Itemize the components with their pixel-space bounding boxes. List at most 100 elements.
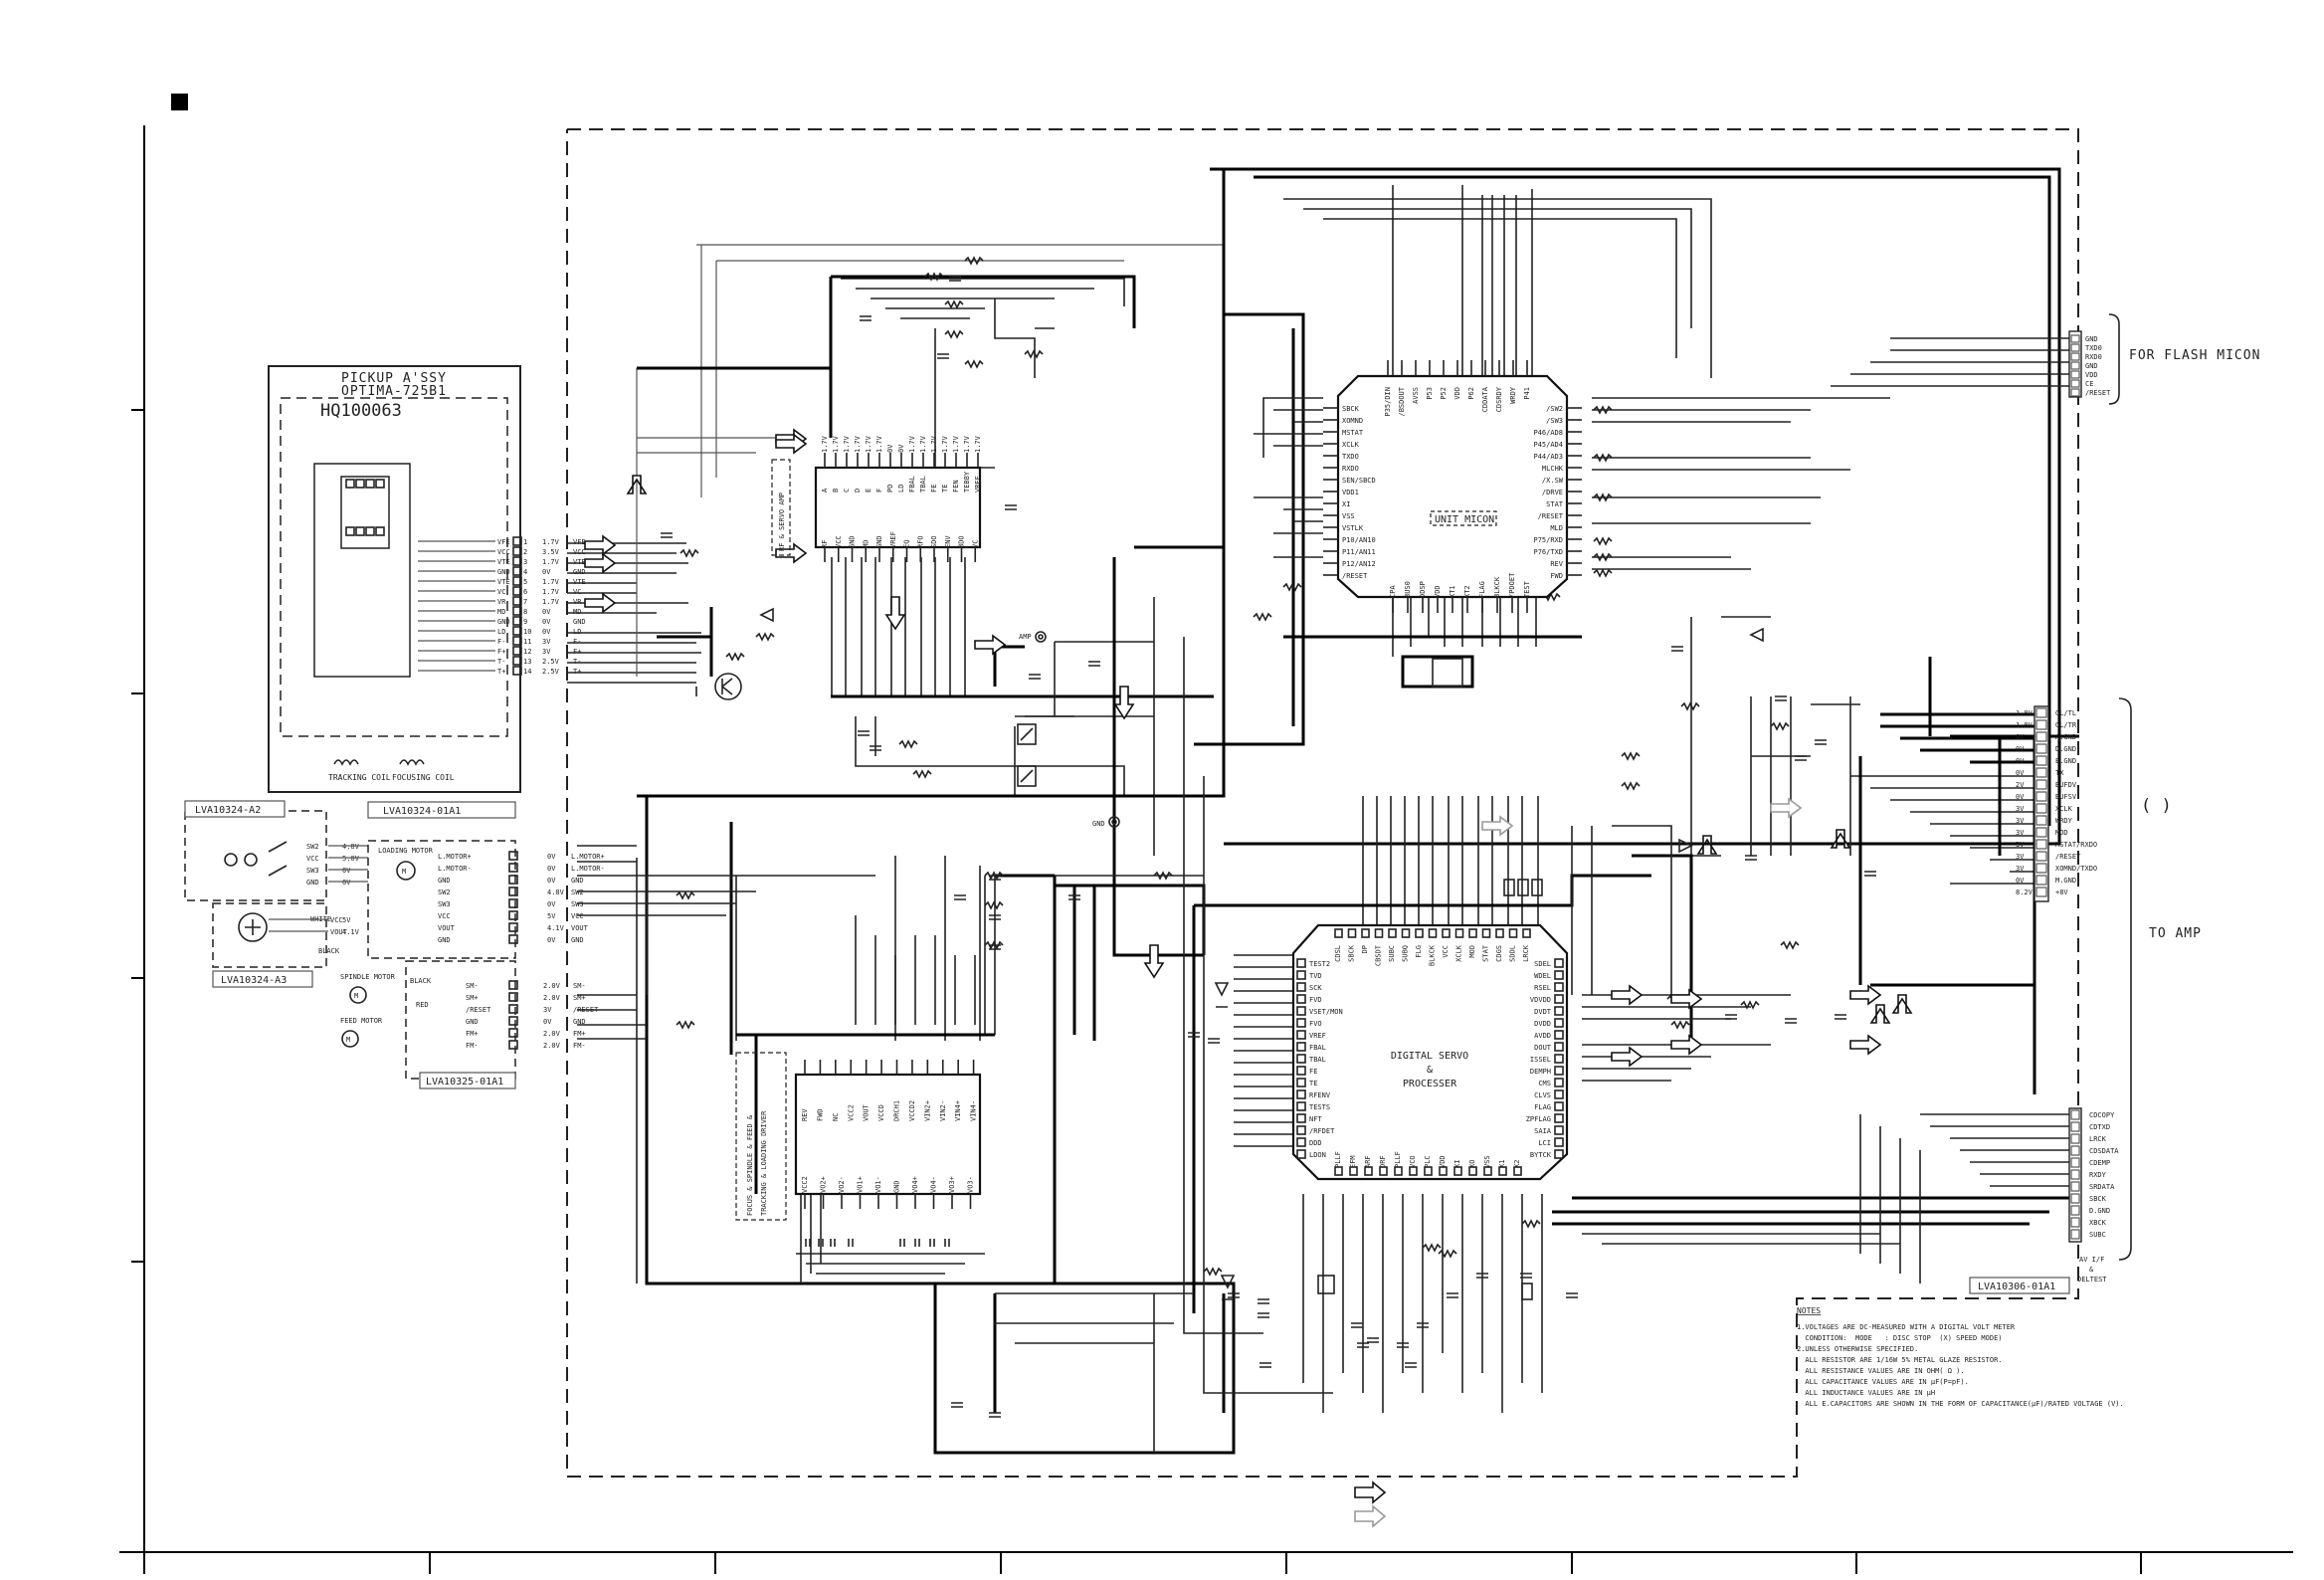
arrow-right-icon [1849, 984, 1882, 1006]
dsp-pin-pad [1554, 1125, 1564, 1135]
dsp-pin-pad [1334, 1166, 1343, 1176]
photo-sensor-icon [238, 912, 268, 942]
dsp-pin-pad [1364, 1166, 1373, 1176]
rf-top-voltage: 1.7V [974, 435, 982, 453]
resistor-icon [1621, 751, 1641, 761]
loading-pin-voltage: 0V [547, 900, 556, 908]
loading-pin-name: VCC [438, 912, 451, 920]
amp-pin-box [2035, 743, 2047, 754]
bottom-pin-box [2070, 1229, 2080, 1240]
pickup-pin-name: F- [497, 638, 505, 646]
amp-pin-voltage: 3V [2016, 829, 2025, 837]
pd-pin [355, 479, 365, 489]
arrow-right-icon [1670, 1034, 1703, 1056]
flash-pin-name: /RESET [2085, 389, 2111, 397]
dsp-top-pin: XCLK [1455, 944, 1463, 962]
amp-pin-box [2035, 875, 2047, 886]
dsp-top-pin: VCC [1442, 945, 1450, 958]
arrow-right-icon [584, 552, 617, 574]
resistor-icon [1422, 1243, 1442, 1253]
pickup-pin-name: VCC [497, 548, 510, 556]
resistor-icon [1680, 701, 1700, 711]
arrow-right-icon [1670, 988, 1703, 1010]
rf-top-pin: C [843, 489, 851, 493]
capacitor-icon [1566, 1292, 1578, 1298]
gnd-testpoint-label: GND [1092, 820, 1105, 828]
resistor-icon [912, 769, 932, 779]
um-top-pin: /BSDOUT [1398, 386, 1406, 416]
crystal-icons [1432, 658, 1543, 1300]
motor-pin-name: GND [466, 1018, 479, 1026]
capacitor-icon [954, 894, 966, 900]
unit-micon: UNIT MICON SBCKXOMNDMSTATXCLKTXDORXDOSEN… [1323, 360, 1582, 613]
resistor-icon [1670, 1020, 1690, 1030]
flash-pin-box [2070, 361, 2080, 370]
resistor-icon [1593, 552, 1613, 562]
rf-top-voltage: 1.7V [832, 435, 840, 453]
dsp-left-pin: DDD [1309, 1139, 1322, 1147]
resistor-icon [1621, 781, 1641, 791]
dsp-top-pin: CDSL [1334, 945, 1342, 962]
resistor-icon [1593, 405, 1613, 415]
switch-pin-name: VCC [306, 855, 319, 863]
capacitor-icon [949, 276, 961, 282]
loading-pin-box [508, 887, 518, 896]
rf-top-voltage: 1.7V [919, 435, 927, 453]
notes-line: ALL INDUCTANCE VALUES ARE IN µH [1797, 1389, 1935, 1397]
dsp-left-pin: FVO [1309, 1020, 1322, 1028]
motor-pin-box [508, 1004, 518, 1014]
amp-pin-voltage: 3V [2016, 805, 2025, 813]
pickup-pin-box [512, 576, 522, 586]
dsp-pin-pad [1522, 928, 1531, 938]
um-right-pin: /X.SW [1542, 477, 1564, 485]
loading-pin-name: VOUT [438, 924, 456, 932]
amp-pin-voltage: 3V [2016, 853, 2025, 861]
pickup-pin-index: 5 [523, 578, 527, 586]
bottom-pin-name: SBCK [2089, 1195, 2107, 1203]
drv-top-pin: VCCD [877, 1104, 885, 1121]
rf-top-voltage: 0V [886, 444, 894, 453]
um-left-pin: P11/AN11 [1342, 548, 1376, 556]
motor-pin-voltage: 3V [543, 1006, 552, 1014]
amp-pin-box [2035, 767, 2047, 778]
pickup-pin-name: GND [497, 568, 510, 576]
flash-pin-box [2070, 352, 2080, 361]
rf-bottom-pin: BDO [958, 535, 966, 548]
dsp-right-pin: CMS [1538, 1080, 1551, 1087]
resistor-icon [1740, 1000, 1760, 1010]
bottom-pin-name: CDSDATA [2089, 1147, 2119, 1155]
um-right-pin: /SW3 [1546, 417, 1563, 425]
amp-pin-box [2035, 731, 2047, 742]
pickup-pin-box [512, 596, 522, 606]
motor-red-label: RED [416, 1001, 429, 1009]
dsp-pin-pad [1554, 1030, 1564, 1040]
arrow-right-icon [974, 634, 1007, 656]
resistor-icon [676, 890, 695, 900]
capacitor-icon [848, 1239, 854, 1247]
flash-pin-box [2070, 334, 2080, 343]
dsp-pin-pad [1554, 1006, 1564, 1016]
drv-bottom-pin: VO4- [930, 1176, 938, 1193]
rf-bottom-pin: SDO [930, 535, 938, 548]
drv-top-pin: VCC2 [847, 1104, 855, 1121]
amp-caption: TO AMP [2149, 926, 2202, 941]
um-top-pin: CDSRDY [1495, 386, 1503, 412]
um-left-pin: SBCK [1342, 405, 1360, 413]
amp-pin-box [2035, 803, 2047, 814]
pd-pin [365, 526, 375, 536]
amp-pin-box [2035, 791, 2047, 802]
pickup-pin-box [512, 666, 522, 676]
digital-servo-processor: DIGITAL SERVO & PROCESSER TEST2TVDSCKFVD… [1291, 923, 1569, 1181]
dsp-pin-pad [1554, 1113, 1564, 1123]
resistor-icon [725, 652, 745, 662]
rf-bottom-pin: GND [849, 535, 857, 548]
pickup-pin-voltage: 0V [542, 568, 551, 576]
resistor-icon [1153, 871, 1173, 881]
capacitor-icon [805, 1239, 811, 1247]
capacitor-icon [1367, 1337, 1379, 1343]
motor-pin-name-right: SM+ [573, 994, 586, 1002]
pickup-pin-name-right: VC [573, 588, 581, 596]
flash-pin-name: GND [2085, 362, 2098, 370]
